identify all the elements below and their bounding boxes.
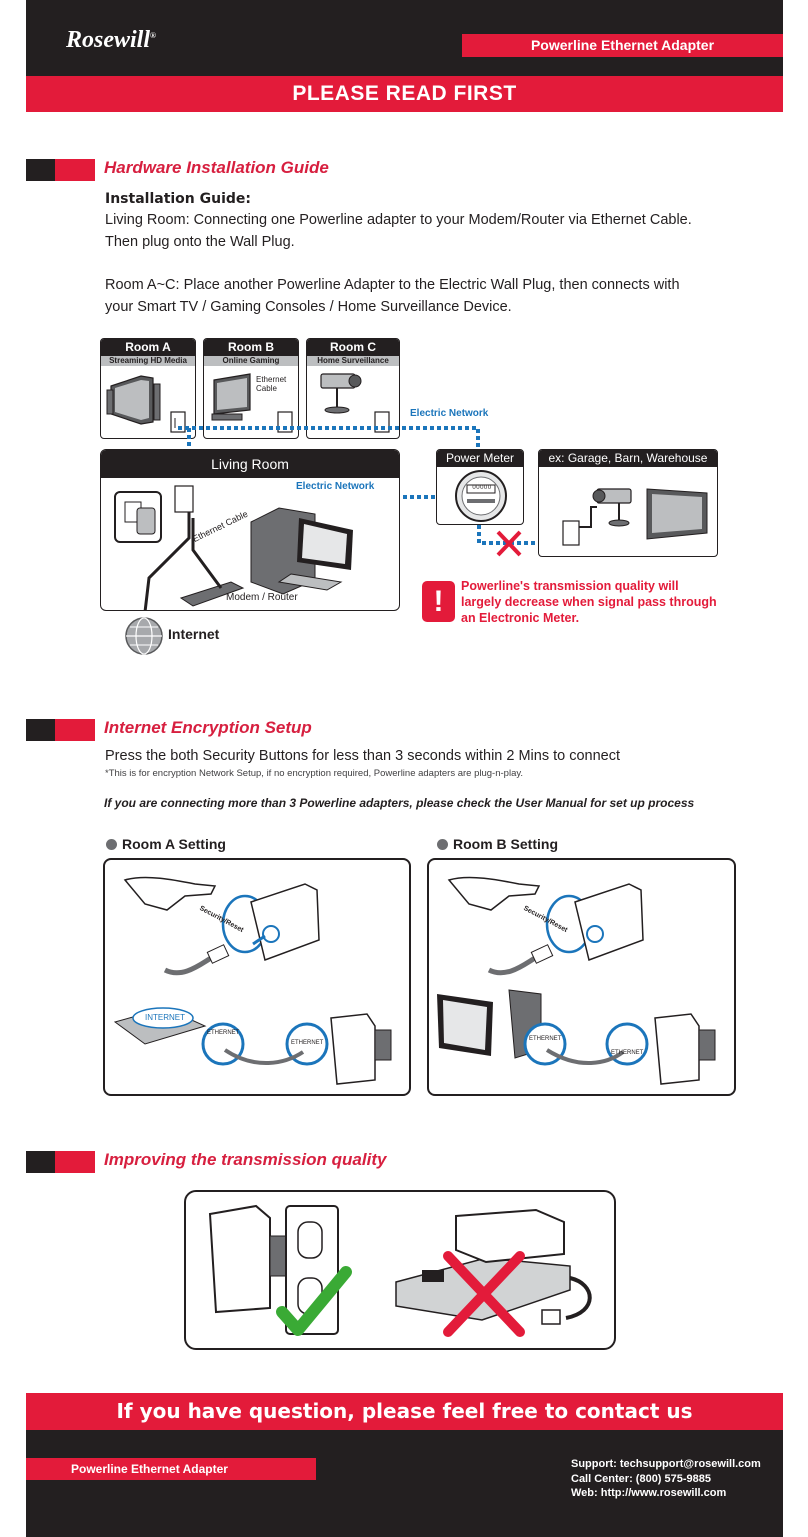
quality-illustration bbox=[208, 1204, 592, 1337]
garage-illustration bbox=[562, 488, 708, 546]
room-b-cable-label: Ethernet Cable bbox=[256, 375, 287, 393]
electric-network-label-top: Electric Network bbox=[410, 408, 489, 419]
camera-illustration bbox=[320, 373, 390, 433]
please-read-text: PLEASE READ FIRST bbox=[292, 82, 517, 105]
room-a-subtitle: Streaming HD Media bbox=[101, 356, 195, 366]
footer-bar bbox=[26, 1430, 783, 1537]
section-marker-red bbox=[55, 159, 95, 181]
call-center-phone[interactable]: Call Center: (800) 575-9885 bbox=[571, 1472, 712, 1485]
brand-name: Rosewill bbox=[66, 27, 151, 53]
warning-line-2: largely decrease when signal pass throug… bbox=[461, 595, 717, 609]
room-b-setting-box: Security/Reset ETHERNET ETHERNET bbox=[427, 858, 736, 1096]
warning-line-1: Powerline's transmission quality will bbox=[461, 579, 679, 593]
contact-banner-text: If you have question, please feel free t… bbox=[116, 1399, 693, 1423]
room-a-setting-heading: Room A Setting bbox=[106, 836, 226, 852]
room-a-setting-label: Room A Setting bbox=[122, 836, 226, 852]
section-marker-red bbox=[55, 719, 95, 741]
room-b-subtitle: Online Gaming bbox=[204, 356, 298, 366]
quality-section-title: Improving the transmission quality bbox=[104, 1150, 387, 1169]
room-a-setting-box: Security/Reset INTERNET ETHERNET ETHERNE… bbox=[103, 858, 411, 1096]
room-b-ethernet-label-1: ETHERNET bbox=[529, 1036, 562, 1042]
brand-logo: Rosewill® bbox=[66, 27, 156, 54]
footer-contact-info: Support: techsupport@rosewill.com Call C… bbox=[571, 1457, 761, 1501]
globe-icon bbox=[125, 617, 163, 655]
hardware-para1-line1: Living Room: Connecting one Powerline ad… bbox=[105, 212, 692, 228]
power-meter-title: Power Meter bbox=[437, 450, 523, 467]
power-meter-box: Power Meter 00000 bbox=[436, 449, 524, 525]
living-room-box: Living Room Ethernet Cable Modem / Route… bbox=[100, 449, 400, 611]
room-b-setting-illustration bbox=[437, 876, 716, 1085]
living-room-title-text: Living Room bbox=[211, 456, 289, 472]
room-b-box: Room B Online Gaming Ethernet Cable bbox=[203, 338, 299, 439]
footer-product-text: Powerline Ethernet Adapter bbox=[71, 1462, 228, 1476]
room-b-setting-label: Room B Setting bbox=[453, 836, 558, 852]
brand-mark: ® bbox=[150, 31, 156, 40]
bullet-icon bbox=[437, 839, 448, 850]
room-b-title: Room B bbox=[204, 339, 298, 356]
warning-line-3: an Electronic Meter. bbox=[461, 611, 580, 625]
meter-illustration bbox=[455, 470, 507, 522]
warning-icon: ! bbox=[422, 581, 455, 622]
encryption-note: *This is for encryption Network Setup, i… bbox=[105, 768, 524, 779]
encryption-instruction: Press the both Security Buttons for less… bbox=[105, 748, 621, 764]
support-email[interactable]: Support: techsupport@rosewill.com bbox=[571, 1458, 761, 1470]
living-room-title: Living Room bbox=[101, 450, 399, 478]
warning-text: Powerline's transmission quality will la… bbox=[461, 578, 717, 626]
room-a-title: Room A bbox=[101, 339, 195, 356]
room-c-box: Room C Home Surveillance bbox=[306, 338, 400, 439]
modem-router-label: Modem / Router bbox=[226, 592, 298, 603]
header-product-text: Powerline Ethernet Adapter bbox=[530, 37, 715, 53]
section-marker-dark bbox=[26, 1151, 55, 1173]
section-marker-dark bbox=[26, 719, 55, 741]
header-product-label: Powerline Ethernet Adapter bbox=[462, 34, 783, 57]
hardware-para1-line2: Then plug onto the Wall Plug. bbox=[105, 234, 295, 250]
bullet-icon bbox=[106, 839, 117, 850]
manual-note: If you are connecting more than 3 Powerl… bbox=[104, 796, 695, 810]
hardware-section-title: Hardware Installation Guide bbox=[104, 158, 329, 177]
room-a-ethernet-label-1: ETHERNET bbox=[207, 1030, 240, 1036]
tv-illustration bbox=[106, 375, 186, 433]
installation-guide-heading: Installation Guide: bbox=[105, 191, 252, 207]
room-c-title: Room C bbox=[307, 339, 399, 356]
room-a-setting-illustration bbox=[113, 876, 392, 1085]
room-b-ethernet-label-2: ETHERNET bbox=[611, 1050, 644, 1056]
electric-network-label-mid: Electric Network bbox=[296, 481, 375, 492]
gaming-illustration bbox=[211, 373, 293, 433]
section-marker-red bbox=[55, 1151, 95, 1173]
encryption-section-title: Internet Encryption Setup bbox=[104, 718, 312, 737]
room-b-setting-heading: Room B Setting bbox=[437, 836, 558, 852]
hardware-para2-line1: Room A~C: Place another Powerline Adapte… bbox=[105, 277, 680, 293]
room-c-subtitle: Home Surveillance bbox=[307, 356, 399, 366]
website-link[interactable]: Web: http://www.rosewill.com bbox=[571, 1487, 727, 1499]
garage-title: ex: Garage, Barn, Warehouse bbox=[539, 450, 717, 467]
meter-digits: 00000 bbox=[472, 485, 492, 491]
footer-product-label: Powerline Ethernet Adapter bbox=[26, 1458, 316, 1480]
section-marker-dark bbox=[26, 159, 55, 181]
hardware-para2-line2: your Smart TV / Gaming Consoles / Home S… bbox=[105, 299, 512, 315]
internet-label: Internet bbox=[168, 626, 220, 642]
room-a-internet-cloud-label: INTERNET bbox=[145, 1013, 185, 1022]
garage-box: ex: Garage, Barn, Warehouse bbox=[538, 449, 718, 557]
quality-illustration-box bbox=[184, 1190, 616, 1350]
room-a-box: Room A Streaming HD Media bbox=[100, 338, 196, 439]
contact-banner: If you have question, please feel free t… bbox=[26, 1393, 783, 1430]
please-read-banner: PLEASE READ FIRST bbox=[26, 76, 783, 112]
room-a-ethernet-label-2: ETHERNET bbox=[291, 1040, 324, 1046]
living-room-illustration bbox=[114, 485, 353, 610]
